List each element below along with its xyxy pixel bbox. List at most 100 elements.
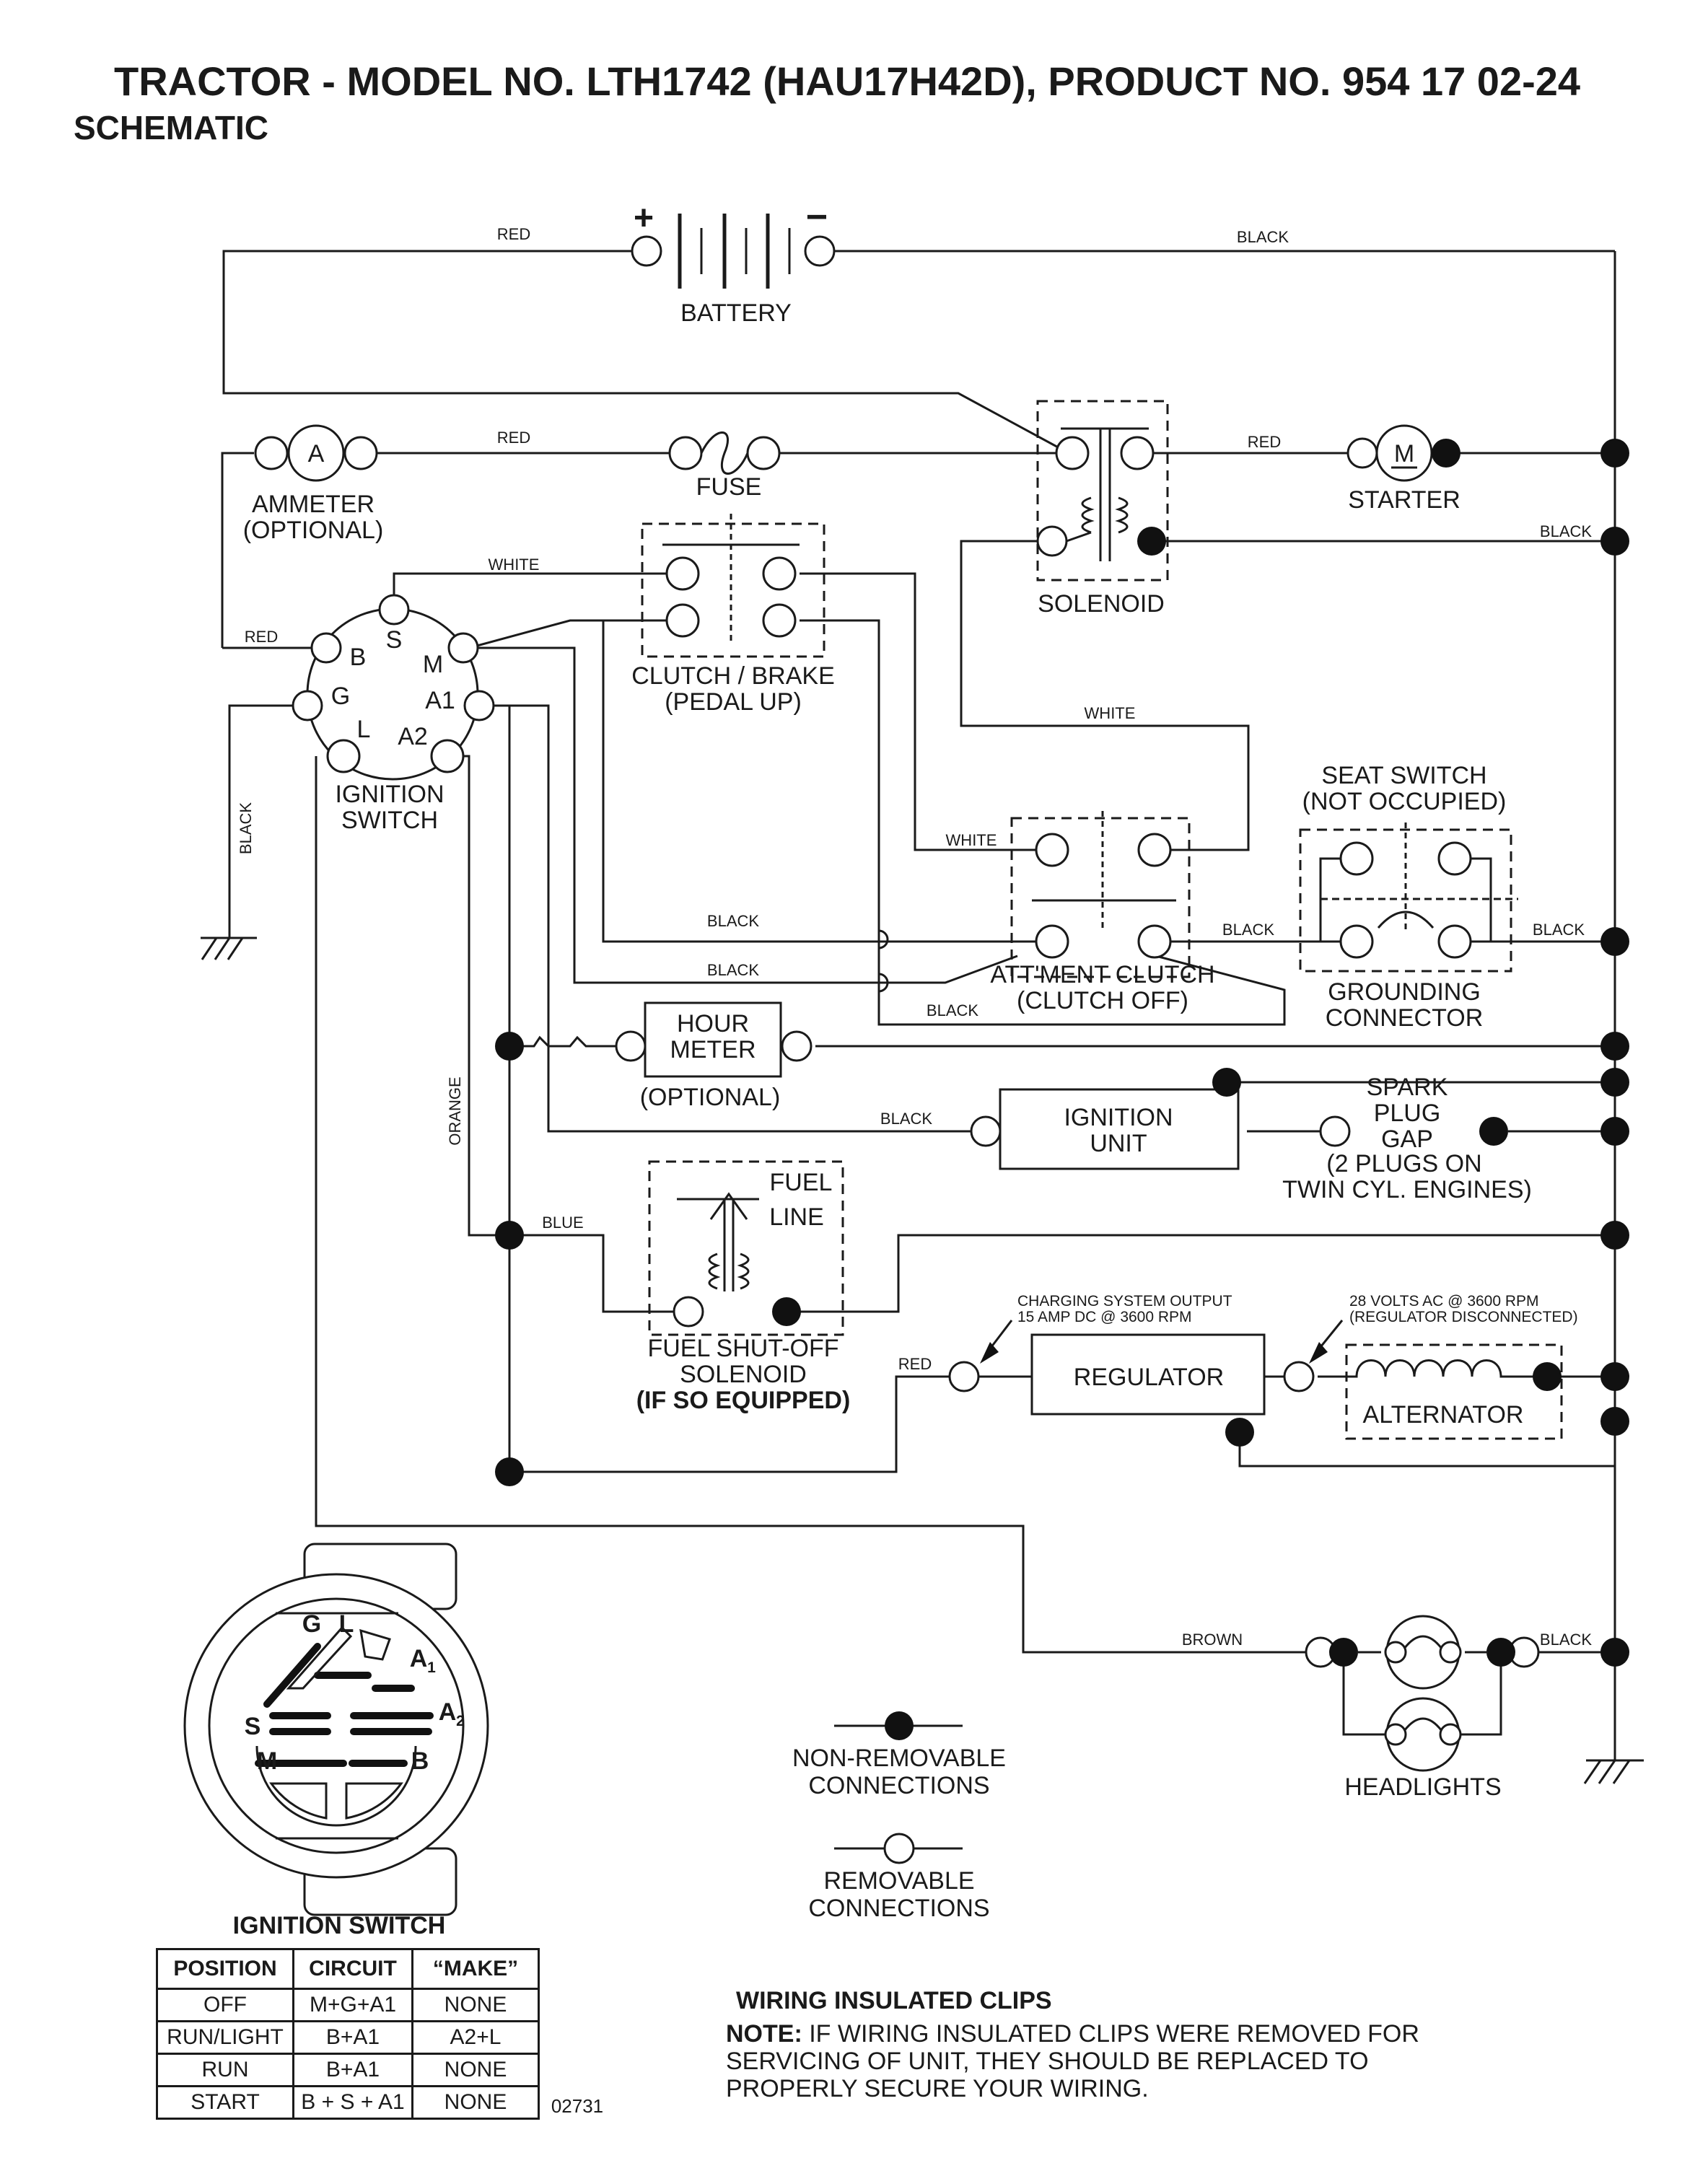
ammeter-optional-label: (OPTIONAL) bbox=[243, 517, 384, 544]
clutch-brake-to-attment-wire bbox=[800, 619, 880, 934]
wire-label-black: BLACK bbox=[707, 912, 759, 930]
battery-red-wire bbox=[222, 250, 1061, 450]
switch-face-letter-g: G bbox=[302, 1610, 321, 1638]
wire-label-red: RED bbox=[497, 429, 530, 447]
regulator-label: REGULATOR bbox=[1074, 1364, 1224, 1391]
legend: NON-REMOVABLE CONNECTIONS REMOVABLE CONN… bbox=[792, 1711, 1006, 1922]
cell-circuit: M+G+A1 bbox=[292, 1988, 413, 2022]
table-row: RUN/LIGHT B+A1 A2+L bbox=[156, 2020, 540, 2055]
cell-make: NONE bbox=[411, 1988, 540, 2022]
note-line-2: SERVICING OF UNIT, THEY SHOULD BE REPLAC… bbox=[726, 2048, 1369, 2075]
regulator-ground-wire bbox=[1238, 1432, 1615, 1468]
header-position: POSITION bbox=[156, 1948, 294, 1990]
switch-face-letter-b: B bbox=[411, 1747, 429, 1775]
ignition-s-white-wire bbox=[393, 572, 670, 610]
battery-minus-sign: − bbox=[806, 196, 828, 238]
switch-face-subscript-1: 1 bbox=[427, 1659, 436, 1676]
wire-label-black: BLACK bbox=[1237, 228, 1289, 246]
cell-position: RUN/LIGHT bbox=[156, 2020, 294, 2055]
ammeter-symbol: A bbox=[308, 440, 325, 468]
wire-label-orange-vertical: ORANGE bbox=[446, 1076, 464, 1145]
cell-make: NONE bbox=[411, 2085, 540, 2120]
switch-face-subscript-2: 2 bbox=[456, 1713, 465, 1729]
ac-voltage-label: 28 VOLTS AC @ 3600 RPM bbox=[1349, 1293, 1539, 1309]
clips-title: WIRING INSULATED CLIPS bbox=[736, 1987, 1052, 2014]
hour-meter: HOUR METER (OPTIONAL) bbox=[615, 1001, 813, 1111]
headlights: HEADLIGHTS bbox=[1305, 1615, 1540, 1801]
cell-circuit: B + S + A1 bbox=[292, 2085, 413, 2120]
spark-plug-note-2: TWIN CYL. ENGINES) bbox=[1282, 1176, 1532, 1203]
solenoid: SOLENOID bbox=[1036, 400, 1169, 618]
terminal-g: G bbox=[331, 683, 350, 710]
ignition-switch-face: G L A 1 S A 2 M B bbox=[183, 1543, 489, 1916]
spark-plug-gap-label: GAP bbox=[1381, 1126, 1433, 1153]
table-row: RUN B+A1 NONE bbox=[156, 2053, 540, 2087]
headlight-lower-left-wire bbox=[1342, 1652, 1394, 1736]
table-header-row: POSITION CIRCUIT “MAKE” bbox=[156, 1948, 540, 1990]
hour-meter-label: HOUR bbox=[677, 1010, 749, 1037]
ignition-switch: S B M G A1 L A2 IGNITION SWITCH bbox=[292, 594, 495, 834]
ground-symbol-right bbox=[1583, 1759, 1644, 1784]
charging-system: REGULATOR CHARGING SYSTEM OUTPUT 15 AMP … bbox=[948, 1293, 1578, 1447]
hour-meter-lead-wire bbox=[509, 1035, 625, 1048]
switch-face-letter-m: M bbox=[257, 1747, 277, 1775]
solenoid-white-wire bbox=[960, 540, 1250, 851]
ignition-a1-black-wire bbox=[479, 704, 992, 1133]
starter-motor: M STARTER bbox=[1346, 424, 1460, 514]
switch-face-letter-a2: A bbox=[439, 1698, 457, 1726]
wire-label-black: BLACK bbox=[927, 1001, 978, 1019]
header-circuit: CIRCUIT bbox=[292, 1948, 413, 1990]
ignition-g-black-wire bbox=[228, 704, 305, 938]
fuel-solenoid-label-2: SOLENOID bbox=[680, 1361, 807, 1388]
ammeter: A AMMETER (OPTIONAL) bbox=[243, 424, 384, 544]
cell-position: RUN bbox=[156, 2053, 294, 2087]
battery: + − BATTERY bbox=[631, 196, 836, 327]
cell-position: OFF bbox=[156, 1988, 294, 2022]
wire-label-white: WHITE bbox=[1085, 704, 1136, 722]
terminal-a2: A2 bbox=[398, 723, 428, 750]
switch-face-letter-l: L bbox=[339, 1610, 354, 1638]
clutch-brake-white-wire bbox=[800, 572, 1052, 851]
switch-face-letter-s: S bbox=[245, 1713, 261, 1740]
terminal-s: S bbox=[386, 626, 403, 654]
terminal-m: M bbox=[423, 651, 443, 678]
ground-symbol-left bbox=[201, 936, 257, 960]
note-line-3: PROPERLY SECURE YOUR WIRING. bbox=[726, 2075, 1149, 2102]
wire-label-white: WHITE bbox=[489, 556, 540, 574]
headlights-label: HEADLIGHTS bbox=[1344, 1773, 1501, 1801]
starter-label: STARTER bbox=[1348, 486, 1460, 514]
ignition-unit-sublabel: UNIT bbox=[1090, 1130, 1147, 1157]
terminal-b: B bbox=[350, 644, 367, 671]
ammeter-label: AMMETER bbox=[252, 491, 375, 518]
ignition-a2-orange-wire bbox=[447, 755, 509, 1237]
wire-label-black: BLACK bbox=[880, 1110, 932, 1128]
wire-label-brown: BROWN bbox=[1182, 1631, 1243, 1649]
cell-make: A2+L bbox=[411, 2020, 540, 2055]
fuse-label: FUSE bbox=[696, 473, 762, 501]
charging-output-label: CHARGING SYSTEM OUTPUT bbox=[1017, 1293, 1232, 1309]
attment-clutch-sublabel: (CLUTCH OFF) bbox=[1017, 987, 1188, 1014]
wire-label-black: BLACK bbox=[1540, 1631, 1592, 1649]
hour-meter-optional: (OPTIONAL) bbox=[640, 1084, 781, 1111]
blue-wire bbox=[509, 1234, 680, 1313]
fuel-solenoid-label: FUEL SHUT-OFF bbox=[647, 1335, 838, 1362]
wire-label-red: RED bbox=[1248, 433, 1281, 451]
crossing-arc bbox=[878, 973, 889, 993]
wire-label-red: RED bbox=[497, 225, 530, 243]
grounding-connector-sublabel: CONNECTOR bbox=[1326, 1004, 1484, 1032]
wire-label-red: RED bbox=[245, 628, 278, 646]
ac-voltage-sublabel: (REGULATOR DISCONNECTED) bbox=[1349, 1309, 1578, 1325]
spark-plug-label-2: PLUG bbox=[1374, 1100, 1441, 1127]
page-subtitle: SCHEMATIC bbox=[74, 109, 268, 146]
fuel-shutoff-solenoid: FUEL LINE FUEL SHUT-OFF SOLENOID (IF SO … bbox=[636, 1160, 850, 1414]
ignition-unit: IGNITION UNIT SPARK PLUG GAP (2 PLUGS ON… bbox=[970, 1074, 1532, 1203]
solenoid-label: SOLENOID bbox=[1038, 590, 1165, 618]
ignition-switch-label: IGNITION bbox=[335, 781, 444, 808]
legend-non-removable: NON-REMOVABLE bbox=[792, 1745, 1006, 1772]
page-title: TRACTOR - MODEL NO. LTH1742 (HAU17H42D),… bbox=[114, 58, 1580, 104]
legend-removable: REMOVABLE bbox=[823, 1867, 974, 1895]
wire-label-black: BLACK bbox=[1533, 921, 1585, 939]
hour-meter-sublabel: METER bbox=[670, 1036, 756, 1063]
clutch-brake-switch: CLUTCH / BRAKE (PEDAL UP) bbox=[631, 514, 835, 716]
